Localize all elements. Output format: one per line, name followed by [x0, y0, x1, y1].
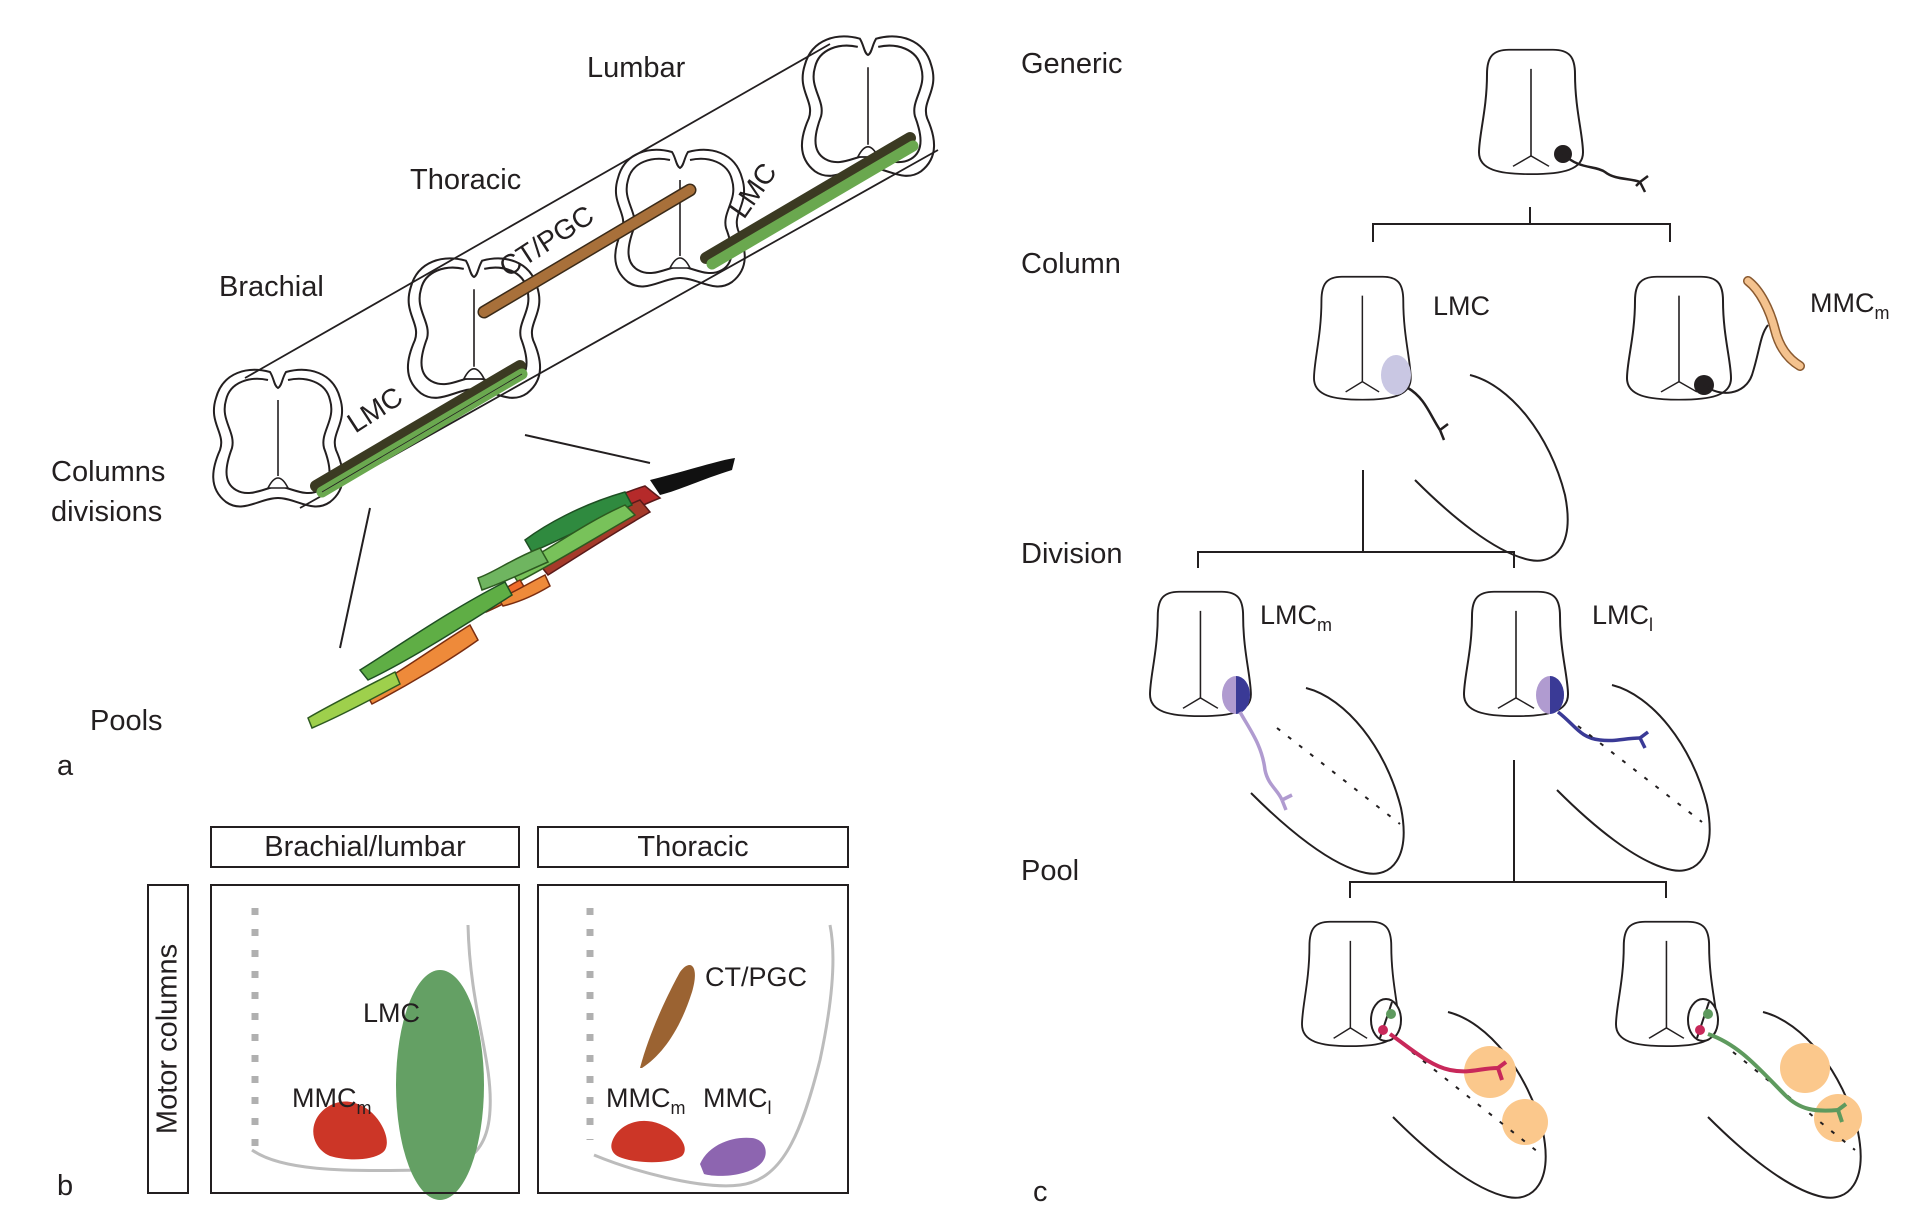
spinal-cord-tube [244, 43, 939, 509]
lumbar-cord-section [800, 35, 936, 177]
motor-pools-image [307, 458, 735, 729]
brachial-label: Brachial [219, 271, 324, 303]
zoom-line-right [524, 434, 651, 464]
lumbar-label: Lumbar [587, 52, 686, 84]
t-mmcl-label: MMCl [703, 1083, 772, 1118]
hierarchy-brackets [1197, 207, 1671, 898]
thoracic-header: Thoracic [537, 826, 849, 868]
brachial-lumbar-header: Brachial/lumbar [210, 826, 520, 868]
zoom-line-left [339, 507, 371, 649]
lumbar-lmc-rod [700, 132, 919, 270]
brachial-lmc-rod [310, 360, 528, 498]
thoracic-panel [537, 884, 849, 1194]
level-column-label: Column [1021, 248, 1121, 280]
level-division-label: Division [1021, 538, 1123, 570]
generic-cord [1478, 48, 1649, 193]
column-mmc-cord [1626, 275, 1805, 401]
panel-c-letter: c [1033, 1176, 1048, 1208]
motor-columns-label: Motor columns [151, 943, 184, 1135]
c-lmcl-label: LMCl [1592, 600, 1654, 635]
t-ctpgc-label: CT/PGC [705, 962, 808, 992]
level-generic-label: Generic [1021, 48, 1123, 80]
thoracic-label: Thoracic [410, 164, 522, 196]
pools-label: Pools [90, 705, 163, 737]
pool-red-cord [1301, 920, 1548, 1199]
column-lmc-cord [1313, 275, 1569, 562]
ctpgc-rod [477, 183, 697, 319]
t-mmcm-label: MMCm [606, 1083, 686, 1118]
b-lmc-label: LMC [363, 998, 421, 1028]
columns-label: Columns [51, 456, 166, 488]
level-pool-label: Pool [1021, 855, 1080, 887]
motor-columns-row-label-box: Motor columns [147, 884, 189, 1194]
pool-green-cord [1615, 920, 1862, 1199]
divisions-label: divisions [51, 496, 163, 528]
panel-b-letter: b [57, 1170, 74, 1202]
c-lmcm-label: LMCm [1260, 600, 1333, 635]
division-lmcl-cord [1463, 590, 1711, 872]
division-lmcm-cord [1149, 590, 1405, 875]
brachial-lumbar-panel [210, 884, 520, 1194]
c-lmc-label: LMC [1433, 291, 1491, 321]
b-mmcm-label: MMCm [292, 1083, 372, 1118]
thoracic-drawing [586, 908, 835, 1188]
panel-a-letter: a [57, 750, 74, 782]
brachial-lumbar-drawing [251, 908, 492, 1200]
c-mmcm-label: MMCm [1810, 288, 1890, 323]
